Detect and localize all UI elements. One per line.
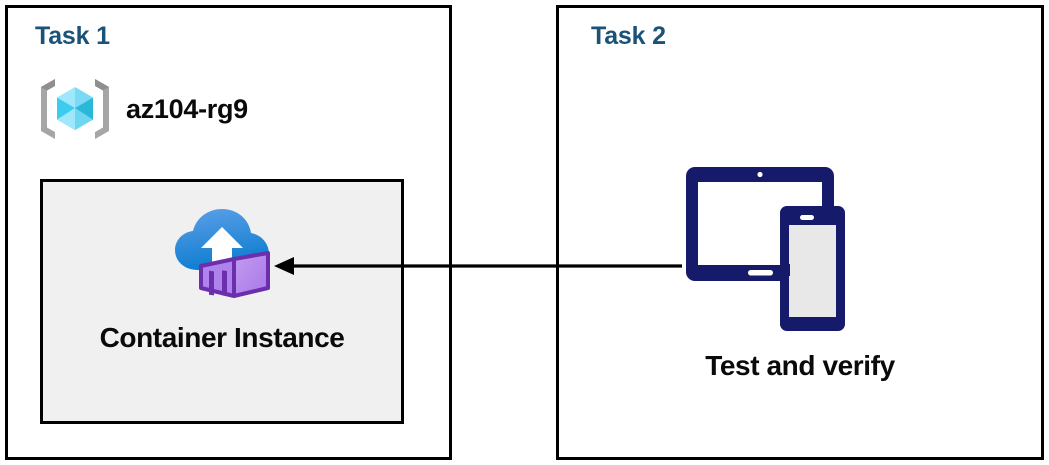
test-and-verify-label: Test and verify [705,350,895,381]
resource-group-row: az104-rg9 [36,70,248,148]
task-1-panel: Task 1 [5,5,452,460]
task-2-title: Task 2 [591,22,666,50]
container-instance-label: Container Instance [99,322,345,353]
task-1-title: Task 1 [35,22,110,50]
resource-group-label: az104-rg9 [126,93,248,124]
container-instance-box: Container Instance [40,179,404,424]
azure-resource-group-icon [36,70,114,148]
